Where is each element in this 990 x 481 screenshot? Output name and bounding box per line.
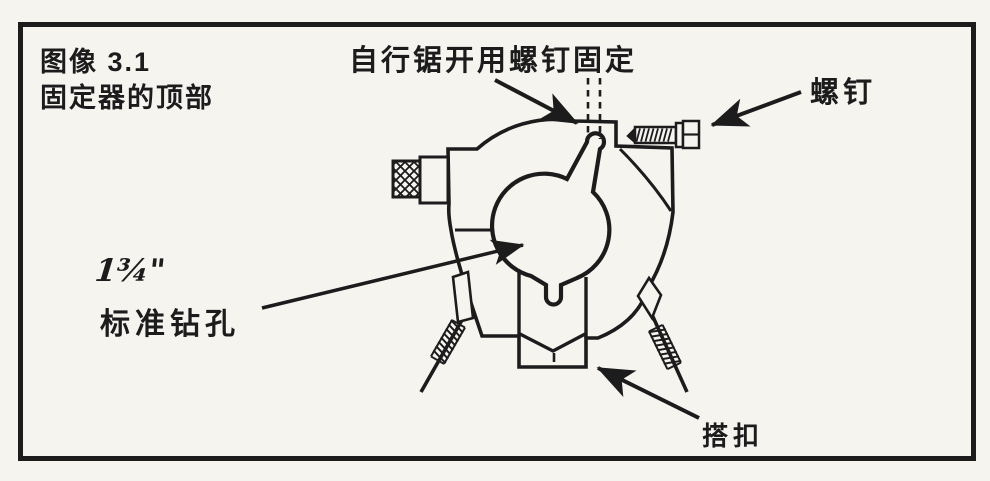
saw-cut-callout-label: 自行锯开用螺钉固定	[349, 45, 638, 77]
figure-border	[18, 22, 976, 461]
hole-callout-label: 标准钻孔	[100, 308, 240, 341]
chin-v-edge	[517, 331, 588, 353]
right-clasp-spring	[636, 275, 689, 393]
figure-caption-number: 图像 3.1	[40, 47, 152, 77]
right-spring-bracket	[636, 275, 663, 321]
hole-size-callout-label: 1¾"	[93, 253, 167, 289]
left-clasp-spring	[419, 270, 475, 393]
left-adjuster	[391, 155, 450, 205]
left-spring-coil	[430, 319, 466, 365]
body-inner-curve	[618, 147, 673, 212]
clasp-callout-label: 搭扣	[702, 421, 765, 451]
right-spring-coil	[648, 323, 682, 371]
screw-arrow	[710, 90, 802, 127]
left-spring-bracket	[451, 270, 475, 324]
screw-thread-hatch	[635, 128, 673, 142]
saw-cut-arrow	[494, 78, 579, 125]
figure-caption-title: 固定器的顶部	[40, 83, 214, 113]
knurled-knob	[391, 159, 422, 199]
callout-arrows	[261, 78, 802, 420]
screw-callout-label: 螺钉	[810, 77, 877, 109]
saw-cut-dashed-lines	[586, 78, 602, 139]
adjuster-collar	[418, 155, 450, 205]
screw-graphic	[626, 119, 701, 150]
clasp-arrow	[596, 366, 700, 420]
right-spring-rod	[647, 307, 689, 393]
drill-hole-arrow	[261, 239, 525, 310]
